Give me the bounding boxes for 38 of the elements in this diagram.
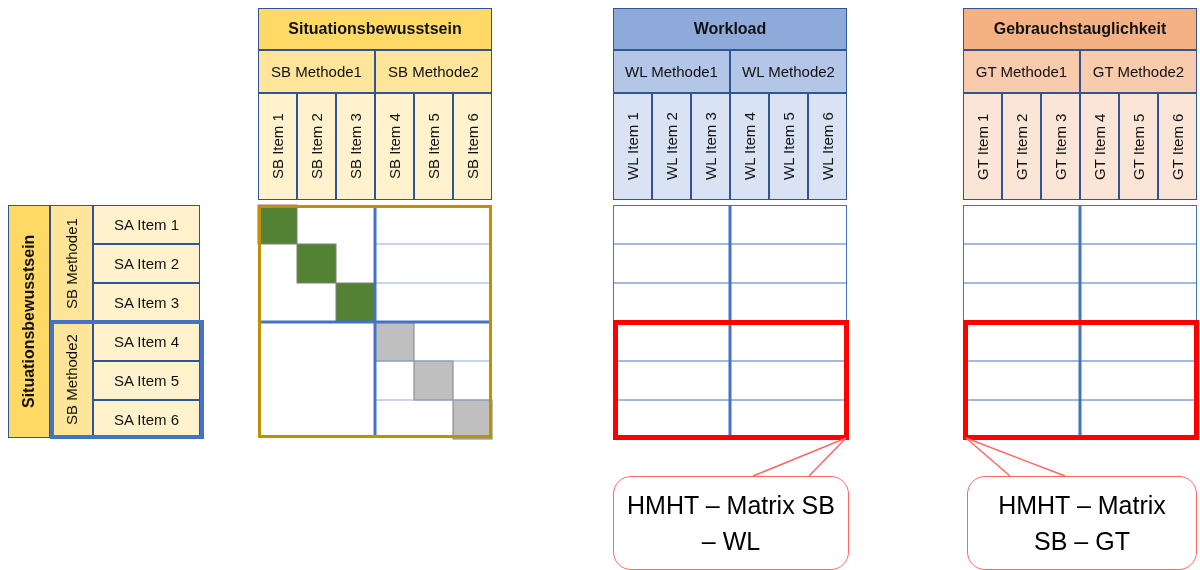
column-header: GT Item 5 <box>1119 93 1158 200</box>
column-header: WL Item 2 <box>652 93 691 200</box>
column-header: WL Item 3 <box>691 93 730 200</box>
column-header: GT Item 6 <box>1158 93 1197 200</box>
group-header: SB Methode2 <box>375 50 492 93</box>
column-header: GT Item 2 <box>1002 93 1041 200</box>
row-header: SA Item 4 <box>93 322 200 361</box>
column-header: SB Item 4 <box>375 93 414 200</box>
column-header: WL Item 4 <box>730 93 769 200</box>
column-header: WL Item 5 <box>769 93 808 200</box>
group-header: SB Methode1 <box>258 50 375 93</box>
column-header: GT Item 4 <box>1080 93 1119 200</box>
group-header: SB Methode1 <box>50 205 93 322</box>
column-header: SB Item 6 <box>453 93 492 200</box>
row-header: SA Item 3 <box>93 283 200 322</box>
callout-bubble: HMHT – Matrix SB – WL <box>613 476 849 570</box>
callout-bubble: HMHT – Matrix SB – GT <box>967 476 1197 570</box>
column-header: WL Item 1 <box>613 93 652 200</box>
highlight-frame <box>613 320 849 440</box>
table-title: Situationsbewusstsein <box>8 205 50 438</box>
highlight-frame <box>963 320 1199 440</box>
column-header: SB Item 3 <box>336 93 375 200</box>
column-header: SB Item 5 <box>414 93 453 200</box>
row-header: SA Item 1 <box>93 205 200 244</box>
group-header: GT Methode2 <box>1080 50 1197 93</box>
group-header: WL Methode1 <box>613 50 730 93</box>
group-header: GT Methode1 <box>963 50 1080 93</box>
group-header: WL Methode2 <box>730 50 847 93</box>
row-header: SA Item 5 <box>93 361 200 400</box>
table-title: Situationsbewusstsein <box>258 8 492 50</box>
column-header: GT Item 3 <box>1041 93 1080 200</box>
row-header: SA Item 2 <box>93 244 200 283</box>
table-title: Gebrauchstauglichkeit <box>963 8 1197 50</box>
column-header: WL Item 6 <box>808 93 847 200</box>
column-header: GT Item 1 <box>963 93 1002 200</box>
column-header: SB Item 1 <box>258 93 297 200</box>
table-title: Workload <box>613 8 847 50</box>
column-header: SB Item 2 <box>297 93 336 200</box>
